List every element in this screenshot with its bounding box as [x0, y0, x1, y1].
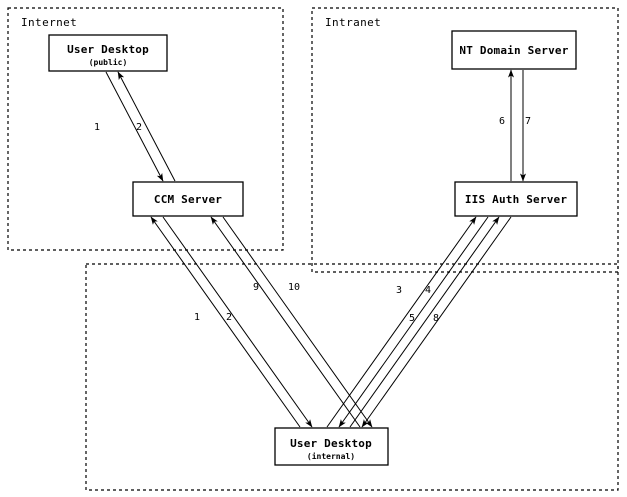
flow-line-10	[222, 216, 373, 428]
node-box[interactable]	[48, 34, 168, 72]
flow-labels: 1 2 1 2 3 4 5 6 7 8 9 10	[94, 116, 531, 324]
node-title: User Desktop	[67, 43, 149, 56]
node-subtitle: (internal)	[307, 451, 355, 461]
flow-label-5: 5	[409, 313, 415, 324]
node-subtitle: (public)	[89, 57, 128, 67]
flow-label-6: 6	[499, 116, 505, 127]
flow-line-1	[105, 71, 164, 182]
flow-label-2: 2	[136, 122, 142, 133]
flow-group-internal-iis-a	[326, 216, 489, 428]
zone-intranet-boundary	[311, 7, 619, 273]
node-title: NT Domain Server	[459, 44, 568, 57]
flow-group-public-ccm	[105, 71, 176, 182]
flow-label-2b: 2	[226, 312, 232, 323]
zone-internet-boundary	[7, 7, 284, 251]
node-box[interactable]	[274, 427, 389, 466]
node-user-desktop-public[interactable]: User Desktop (public)	[48, 34, 168, 72]
flow-line-4	[338, 216, 489, 428]
node-title: CCM Server	[154, 193, 222, 206]
node-nt-domain-server[interactable]: NT Domain Server	[451, 30, 577, 70]
flow-line-8	[361, 216, 512, 428]
node-box[interactable]	[132, 181, 244, 217]
flow-label-9: 9	[253, 282, 259, 293]
flow-label-10: 10	[288, 282, 300, 293]
zone-label-intranet: Intranet	[325, 16, 381, 29]
node-box[interactable]	[451, 30, 577, 70]
flow-line-5	[349, 216, 500, 428]
flow-group-ccm-internal-a	[150, 216, 313, 428]
flow-group-ccm-internal-b	[210, 216, 373, 428]
flow-label-8: 8	[433, 313, 439, 324]
node-ccm-server[interactable]: CCM Server	[132, 181, 244, 217]
node-title: User Desktop	[290, 437, 372, 450]
zone-internal-boundary	[85, 263, 619, 491]
flow-label-1: 1	[94, 122, 100, 133]
node-user-desktop-internal[interactable]: User Desktop (internal)	[274, 427, 389, 466]
flow-label-4: 4	[425, 285, 431, 296]
flow-group-iis-nt	[508, 69, 526, 182]
flow-label-3: 3	[396, 285, 402, 296]
flow-line-9	[210, 216, 361, 428]
flow-line-3	[326, 216, 477, 428]
flow-line-1b	[150, 216, 301, 428]
flow-label-7: 7	[525, 116, 531, 127]
node-title: IIS Auth Server	[465, 193, 568, 206]
node-box[interactable]	[454, 181, 578, 217]
flow-group-internal-iis-b	[349, 216, 512, 428]
flow-line-2	[117, 71, 176, 182]
flow-label-1b: 1	[194, 312, 200, 323]
zone-label-internet: Internet	[21, 16, 77, 29]
node-iis-auth-server[interactable]: IIS Auth Server	[454, 181, 578, 217]
zone-boundaries	[7, 7, 619, 491]
flow-line-2b	[162, 216, 313, 428]
